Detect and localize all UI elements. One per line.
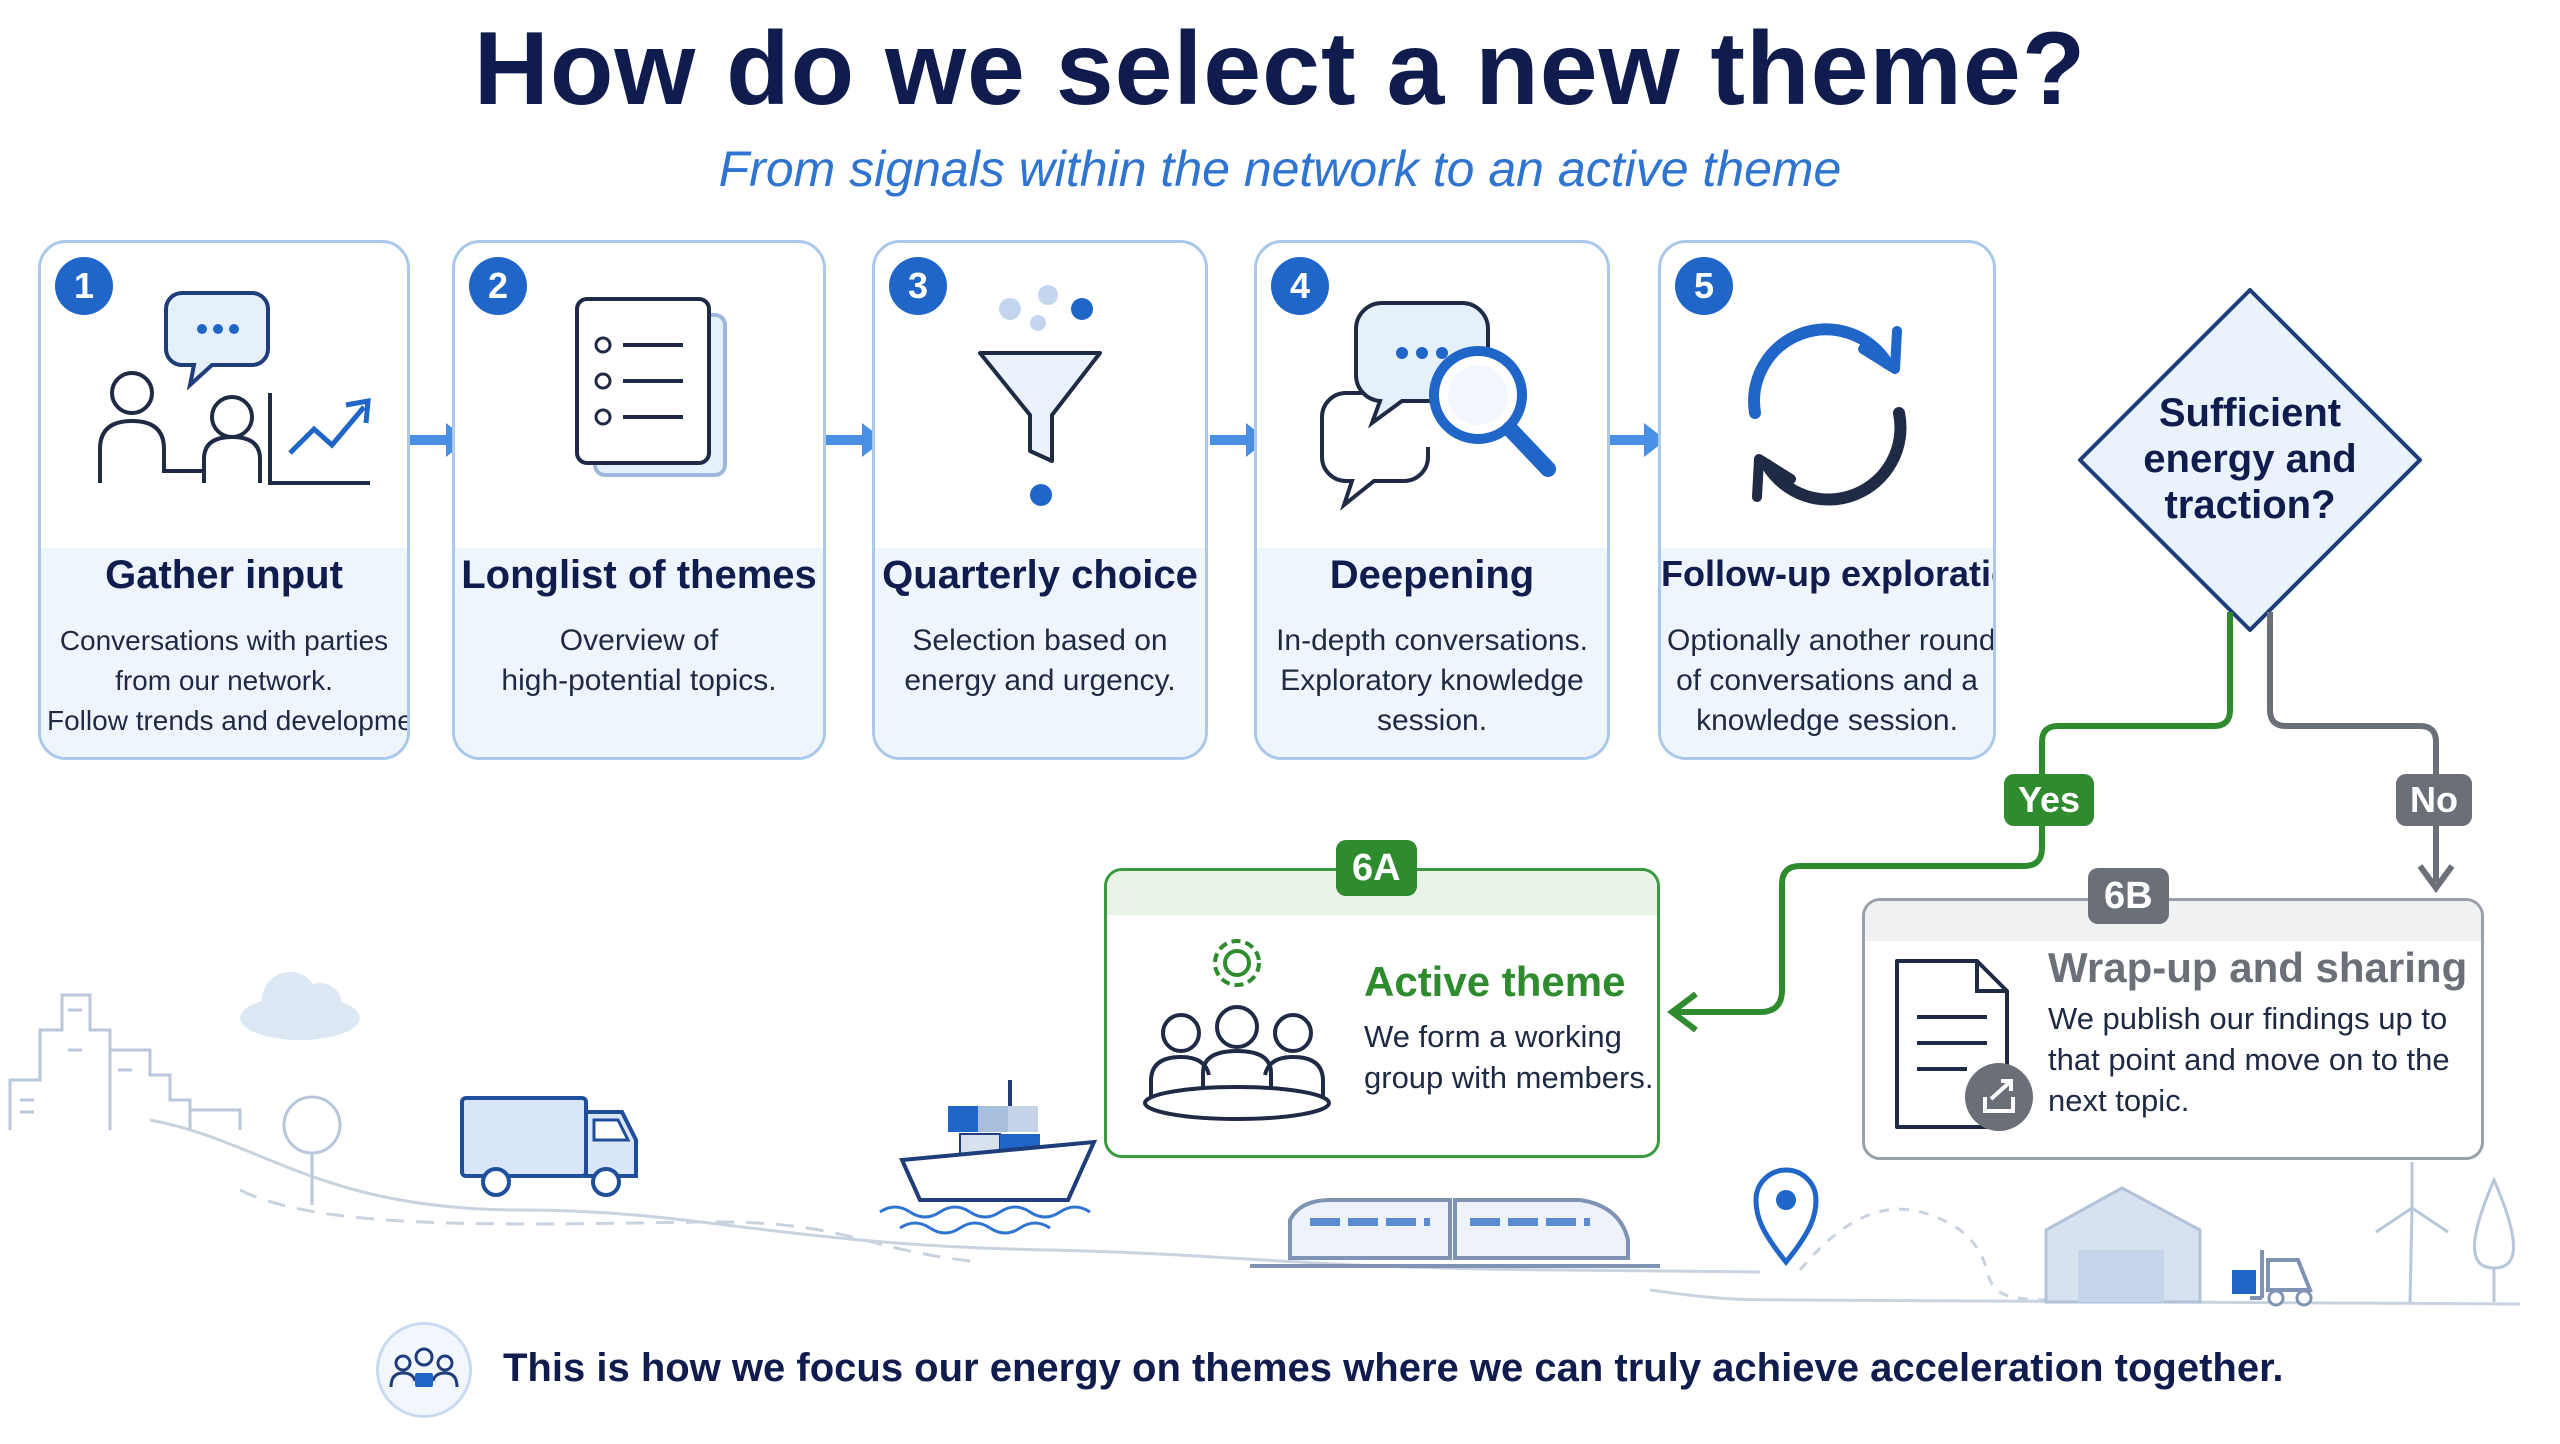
step-description: In-depth conversations. Exploratory know… bbox=[1276, 624, 1588, 737]
outcome-tag-6b: 6B bbox=[2088, 868, 2169, 924]
team-gear-icon bbox=[1143, 939, 1331, 1121]
step-title: Longlist of themes bbox=[461, 553, 817, 597]
yes-connector bbox=[1676, 612, 2233, 1015]
step-card-follow-up-exploration: 5 Follow-up exploration Optionally anoth… bbox=[1658, 240, 1996, 760]
step-card-longlist: 2 Longlist of themes Overview of high-po… bbox=[452, 240, 826, 760]
step-number-badge: 3 bbox=[889, 257, 947, 315]
refresh-cycle-icon bbox=[1661, 283, 1993, 543]
page-subtitle: From signals within the network to an ac… bbox=[718, 141, 1842, 197]
road-lines bbox=[149, 1118, 2521, 1306]
location-pin-icon bbox=[1753, 1167, 1819, 1266]
outcome-b-description: We publish our findings up to that point… bbox=[2048, 1001, 2450, 1118]
tree-icon bbox=[282, 1095, 342, 1205]
step-description: Optionally another round of conversation… bbox=[1667, 624, 1996, 737]
footer-statement: This is how we focus our energy on theme… bbox=[503, 1346, 2284, 1390]
funnel-icon bbox=[875, 283, 1205, 543]
page-title: How do we select a new theme? bbox=[473, 11, 2087, 127]
step-number-badge: 4 bbox=[1271, 257, 1329, 315]
step-description: Conversations with parties from our netw… bbox=[47, 625, 410, 736]
decision-question: Sufficient energy and traction? bbox=[2143, 391, 2357, 527]
step-title: Follow-up exploration bbox=[1661, 553, 1993, 594]
step-card-quarterly-choice: 3 Quarterly choice Selection based on en… bbox=[872, 240, 1208, 760]
no-connector bbox=[2267, 612, 2439, 882]
outcome-a-title: Active theme bbox=[1364, 958, 1626, 1005]
wind-turbine-icon bbox=[2375, 1162, 2449, 1303]
document-share-icon bbox=[1895, 959, 2033, 1131]
decision-diamond bbox=[2078, 288, 2422, 632]
cargo-ship-icon bbox=[879, 1080, 1098, 1235]
step-card-deepening: 4 Deepening In-depth conversations. Expl… bbox=[1254, 240, 1610, 760]
step-description: Selection based on energy and urgency. bbox=[904, 624, 1176, 697]
step-number-badge: 2 bbox=[469, 257, 527, 315]
yes-label: Yes bbox=[2004, 774, 2095, 826]
outcome-active-theme-card bbox=[1104, 868, 1660, 1158]
step-title: Deepening bbox=[1329, 553, 1535, 597]
outcome-tag-6a: 6A bbox=[1336, 840, 1417, 896]
outcome-b-title: Wrap-up and sharing bbox=[2048, 944, 2468, 991]
no-label: No bbox=[2396, 774, 2472, 826]
truck-icon bbox=[460, 1096, 638, 1197]
forklift-icon bbox=[2232, 1250, 2313, 1307]
step-card-gather-input: 1 Gather input Conversations with partie… bbox=[38, 240, 410, 760]
city-skyline-icon bbox=[8, 993, 242, 1130]
step-title: Quarterly choice bbox=[882, 553, 1198, 597]
cloud-icon bbox=[240, 972, 360, 1040]
document-list-icon bbox=[455, 283, 823, 543]
tree-icon bbox=[2473, 1176, 2515, 1302]
outcome-wrap-up-card bbox=[1862, 898, 2484, 1160]
chat-magnifier-icon bbox=[1257, 283, 1607, 543]
outcome-a-description: We form a working group with members. bbox=[1364, 1019, 1654, 1095]
group-icon bbox=[376, 1322, 472, 1418]
conversation-chart-icon bbox=[41, 283, 407, 543]
step-number-badge: 1 bbox=[55, 257, 113, 315]
step-title: Gather input bbox=[105, 553, 343, 597]
train-icon bbox=[1250, 1198, 1660, 1268]
step-number-badge: 5 bbox=[1675, 257, 1733, 315]
step-description: Overview of high-potential topics. bbox=[501, 624, 777, 697]
warehouse-icon bbox=[2044, 1186, 2202, 1304]
